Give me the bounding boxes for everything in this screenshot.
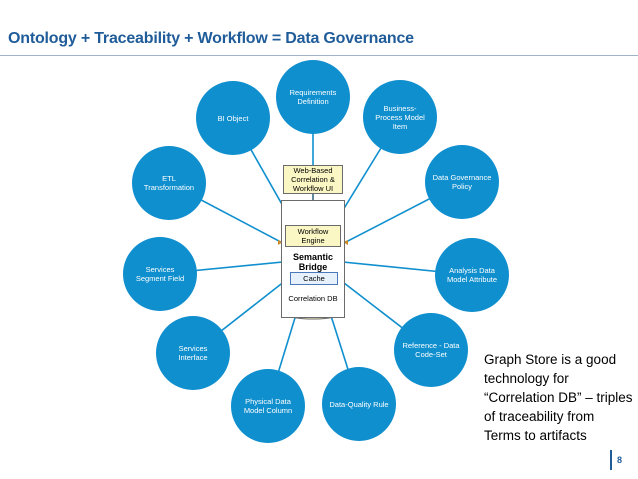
artifact-node-label: Data Governance Policy — [432, 173, 492, 191]
artifact-node-circle — [425, 145, 499, 219]
artifact-node-label: Reference - Data Code-Set — [402, 341, 460, 359]
web-ui-box: Web-Based Correlation & Workflow UI — [283, 165, 343, 194]
artifact-node-circle — [196, 81, 270, 155]
correlation-db-label: Correlation DB — [288, 294, 338, 303]
slide-title: Ontology + Traceability + Workflow = Dat… — [8, 30, 414, 47]
artifact-node-label: Services Segment Field — [135, 265, 185, 283]
cache-box: Cache — [290, 272, 338, 285]
artifact-node-label: Data-Quality Rule — [329, 399, 389, 409]
artifact-node-label: Analysis Data Model Attribute — [446, 266, 498, 284]
artifact-node-label: Business-Process Model Item — [375, 103, 425, 131]
graph-store-note: Graph Store is a good technology for “Co… — [484, 352, 633, 443]
artifact-node-circle — [231, 369, 305, 443]
artifact-node-circle — [394, 313, 468, 387]
artifact-node-label: Physical Data Model Column — [243, 397, 293, 415]
semantic-bridge-title: Semantic Bridge — [292, 252, 334, 272]
artifact-node-label: Services Interface — [178, 344, 208, 362]
artifact-node-circle — [435, 238, 509, 312]
page-number: 8 — [610, 450, 622, 470]
connector-arrow-left — [278, 240, 283, 245]
artifact-node-label: ETL Transformation — [143, 174, 195, 192]
nodes — [123, 60, 509, 443]
semantic-bridge-box — [281, 200, 345, 318]
title-divider — [0, 55, 638, 56]
artifact-node-label: BI Object — [217, 113, 249, 123]
artifact-node-circle — [132, 146, 206, 220]
artifact-node-circle — [156, 316, 230, 390]
artifact-node-label: Requirements Definition — [289, 88, 337, 106]
connector-arrow-right — [343, 240, 348, 245]
workflow-engine-box: Workflow Engine — [285, 225, 341, 247]
artifact-node-circle — [322, 367, 396, 441]
artifact-node-circle — [276, 60, 350, 134]
artifact-node-circle — [123, 237, 197, 311]
artifact-node-circle — [363, 80, 437, 154]
